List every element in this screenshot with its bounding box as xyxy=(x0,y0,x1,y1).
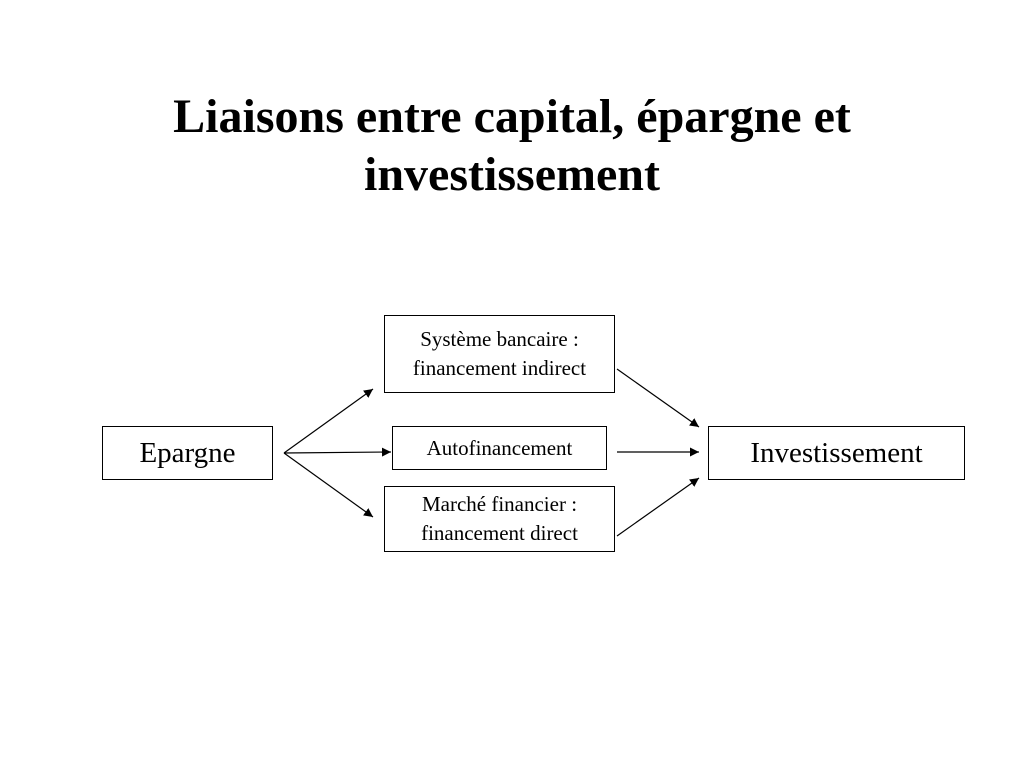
investissement-node: Investissement xyxy=(708,426,965,480)
arrow-marche-to-investissement xyxy=(616,477,700,537)
epargne-label: Epargne xyxy=(139,436,236,469)
systeme-bancaire-node: Système bancaire : financement indirect xyxy=(384,315,615,393)
marche-financier-label-line-2: financement direct xyxy=(421,521,578,545)
slide-title-line-1: Liaisons entre capital, épargne et xyxy=(173,90,851,143)
systeme-bancaire-label-line-1: Système bancaire : xyxy=(420,327,579,351)
arrow-epargne-to-bancaire xyxy=(283,388,374,454)
marche-financier-label-line-1: Marché financier : xyxy=(421,492,578,516)
arrow-epargne-to-autofinancement xyxy=(283,447,392,457)
slide-title: Liaisons entre capital, épargne et inves… xyxy=(0,88,1024,204)
marche-financier-node: Marché financier : financement direct xyxy=(384,486,615,552)
arrow-epargne-to-marche xyxy=(283,452,374,518)
systeme-bancaire-label-line-2: financement indirect xyxy=(412,356,587,380)
epargne-node: Epargne xyxy=(102,426,273,480)
investissement-label: Investissement xyxy=(750,436,923,469)
arrow-bancaire-to-investissement xyxy=(616,368,700,428)
slide-title-line-2: investissement xyxy=(364,148,660,201)
autofinancement-label: Autofinancement xyxy=(426,435,573,460)
autofinancement-node: Autofinancement xyxy=(392,426,607,470)
